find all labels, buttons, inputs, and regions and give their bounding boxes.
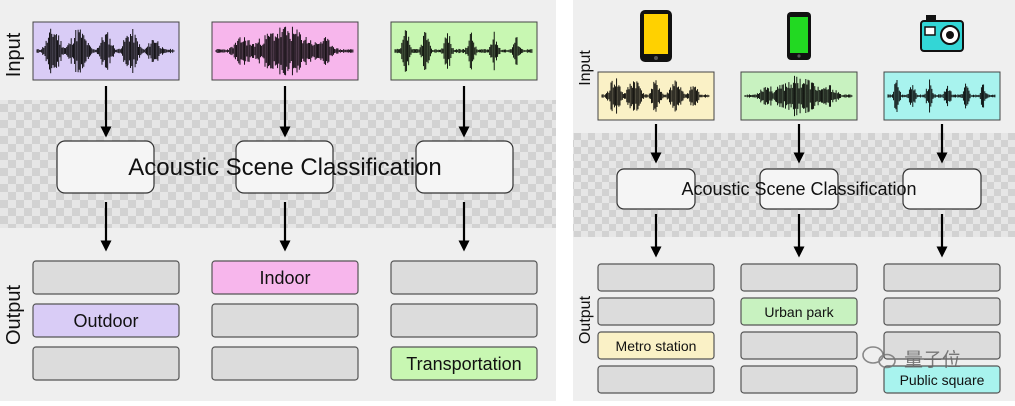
left-classifier-box-2: [235, 140, 334, 194]
left-input-label: Input: [3, 32, 25, 77]
waveform-trace: [744, 75, 853, 117]
output-tile: [211, 346, 359, 381]
left-output-label: Output: [3, 285, 25, 345]
left-classifier-box-3: [415, 140, 514, 194]
left-predicted-label-2: Indoor: [259, 268, 310, 288]
output-tile: [740, 365, 858, 394]
smartphone-yellow-icon: [640, 10, 672, 62]
right-predicted-label-2: Urban park: [764, 304, 834, 320]
action-camera-icon: [920, 15, 964, 52]
right-acs-label: Acoustic Scene Classification: [681, 179, 916, 199]
output-tile: [211, 303, 359, 338]
watermark: 量子位: [862, 346, 961, 371]
output-tile: [883, 297, 1001, 326]
smartphone-green-icon: [787, 12, 811, 60]
right-classifier-box-3: [902, 168, 982, 210]
output-tile: [390, 303, 538, 338]
output-tile-predicted: [883, 365, 1001, 394]
waveform-trace: [887, 79, 996, 113]
output-tile-predicted: [597, 331, 715, 360]
right-classifier-box-2: [759, 168, 839, 210]
right-input-label: Input: [577, 50, 594, 86]
right-panel: Input Output: [573, 0, 1015, 401]
right-predicted-label-1: Metro station: [616, 338, 697, 354]
waveform-icon: [215, 26, 354, 76]
output-tile: [597, 365, 715, 394]
output-tile: [390, 260, 538, 295]
output-tile-predicted: [32, 303, 180, 338]
left-predicted-label-3: Transportation: [406, 354, 521, 374]
right-classifier-box-1: [616, 168, 696, 210]
waveform-icon: [601, 78, 710, 114]
watermark-text: 量子位: [904, 349, 961, 371]
output-tile-predicted: [211, 260, 359, 295]
wechat-icon: [862, 346, 896, 369]
output-tile: [597, 297, 715, 326]
waveform-icon: [887, 79, 996, 113]
right-output-label: Output: [577, 295, 594, 344]
waveform-icon: [744, 75, 853, 117]
output-tile: [740, 263, 858, 292]
waveform-icon: [36, 28, 175, 74]
waveform-icon: [394, 30, 533, 72]
waveform-trace: [36, 28, 175, 74]
waveform-trace: [215, 26, 354, 76]
output-tile: [883, 331, 1001, 360]
waveform-trace: [394, 30, 533, 72]
left-predicted-label-1: Outdoor: [73, 311, 138, 331]
output-tile: [883, 263, 1001, 292]
output-tile: [32, 346, 180, 381]
left-panel: Input Output Acoustic Scene Classificati…: [0, 0, 556, 401]
waveform-trace: [601, 78, 710, 114]
left-acs-label: Acoustic Scene Classification: [128, 154, 441, 181]
output-tile-predicted: [390, 346, 538, 381]
output-tile: [597, 263, 715, 292]
output-tile-predicted: [740, 297, 858, 326]
left-classifier-box-1: [56, 140, 155, 194]
output-tile: [740, 331, 858, 360]
output-tile: [32, 260, 180, 295]
right-predicted-label-3: Public square: [900, 372, 985, 388]
